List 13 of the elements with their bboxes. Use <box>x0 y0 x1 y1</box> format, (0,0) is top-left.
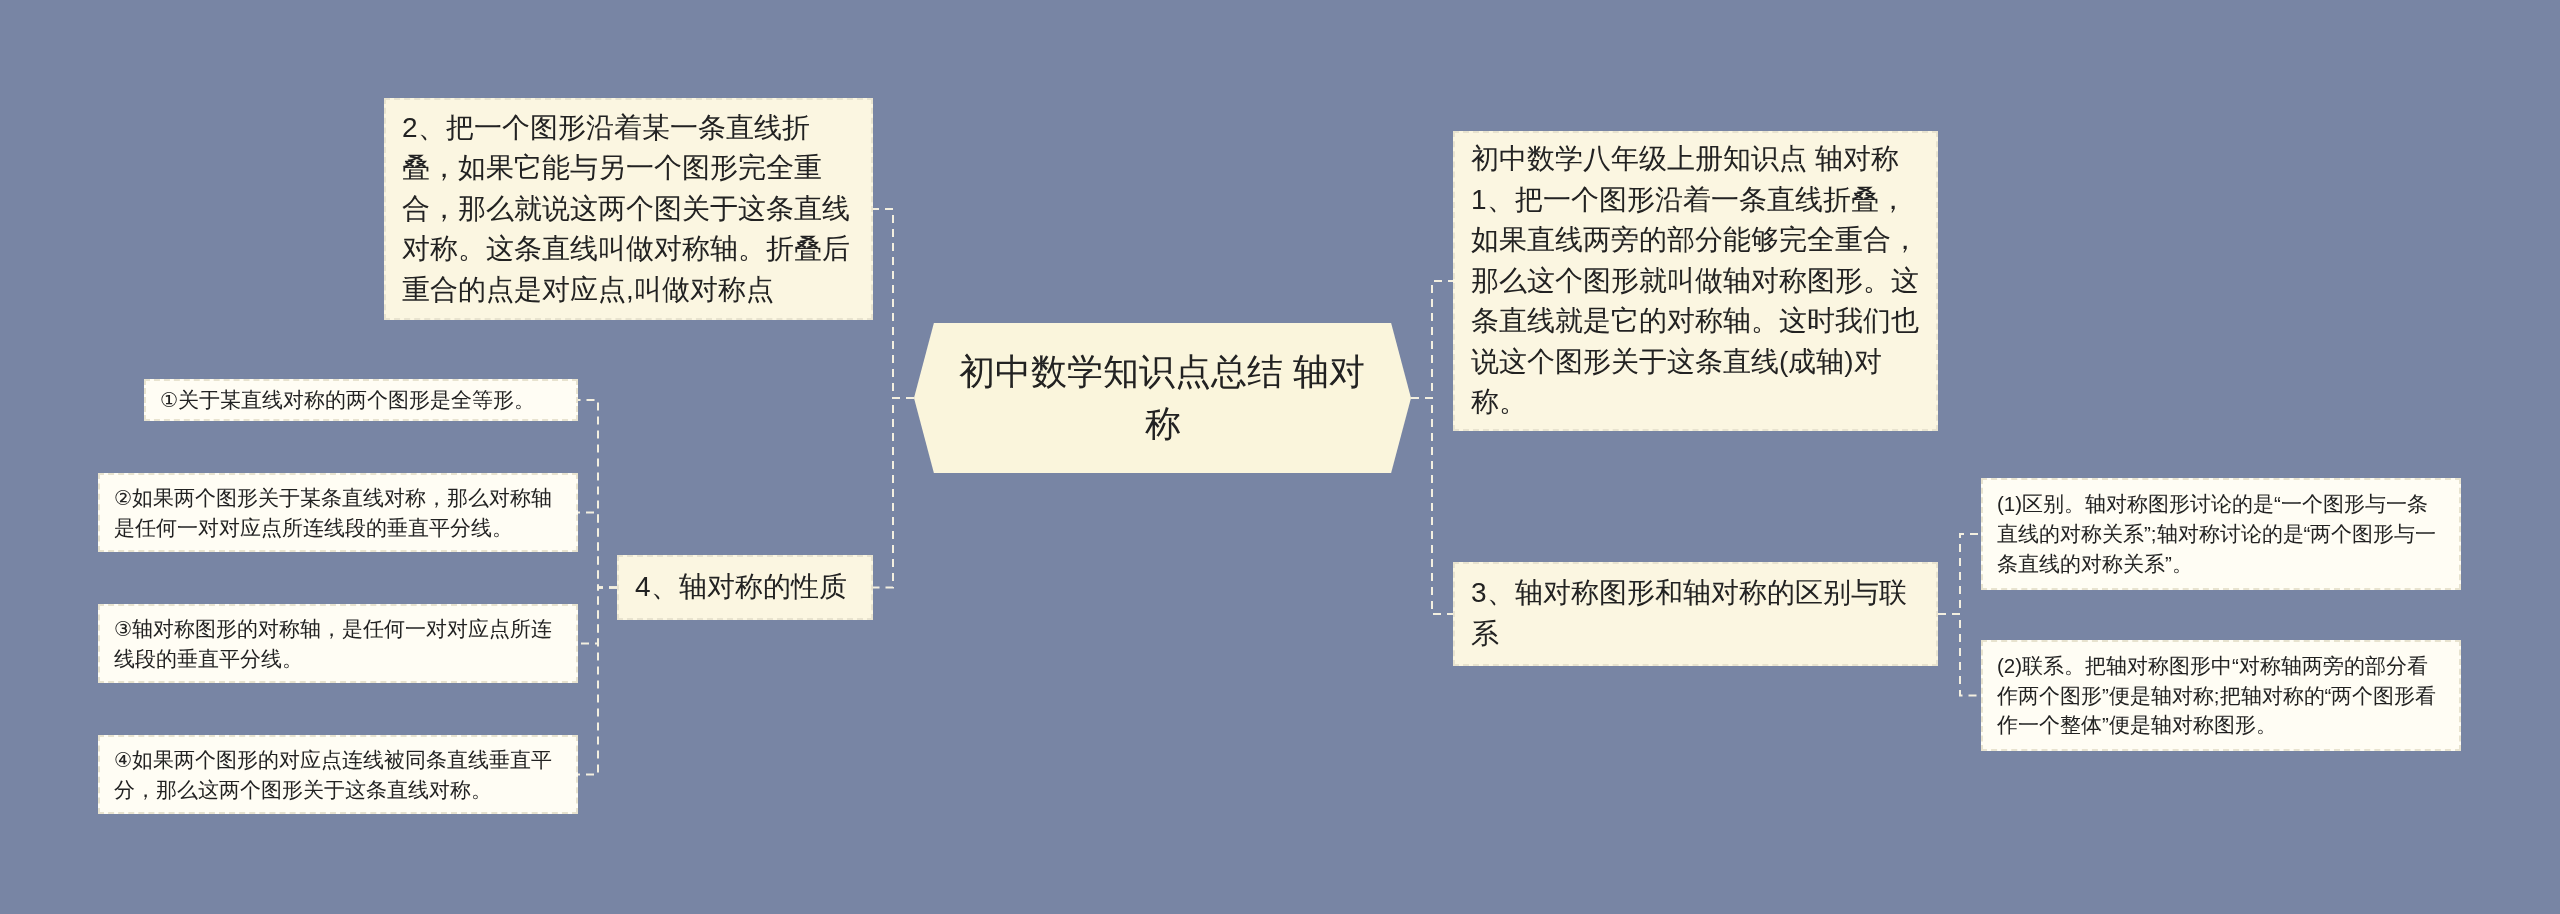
topic-box: 4、轴对称的性质 <box>617 555 873 620</box>
note-box: ③轴对称图形的对称轴，是任何一对对应点所连线段的垂直平分线。 <box>98 604 578 683</box>
note-box: ④如果两个图形的对应点连线被同条直线垂直平分，那么这两个图形关于这条直线对称。 <box>98 735 578 814</box>
connector-line <box>1410 397 1454 615</box>
topic-box: 2、把一个图形沿着某一条直线折叠，如果它能与另一个图形完全重合，那么就说这两个图关于这条直线对称。这条直线叫做对称轴。折叠后重合的点是对应点,叫做对称点 <box>384 98 873 320</box>
topic-box: 3、轴对称图形和轴对称的区别与联系 <box>1453 562 1938 666</box>
note-box: ①关于某直线对称的两个图形是全等形。 <box>144 379 578 421</box>
connector-line <box>872 397 915 589</box>
topic-box: 初中数学八年级上册知识点 轴对称 1、把一个图形沿着一条直线折叠，如果直线两旁的部分能够完全重合，那么这个图形就叫做轴对称图形。这条直线就是它的对称轴。这时我们也说这个图形关于这条直线(成轴)对称。 <box>1453 131 1938 431</box>
note-box: (1)区别。轴对称图形讨论的是“一个图形与一条直线的对称关系”;轴对称讨论的是“两个图形与一条直线的对称关系”。 <box>1981 478 2461 590</box>
connector-line <box>577 586 618 776</box>
note-box: ②如果两个图形关于某条直线对称，那么对称轴是任何一对对应点所连线段的垂直平分线。 <box>98 473 578 552</box>
note-box: (2)联系。把轴对称图形中“对称轴两旁的部分看作两个图形”便是轴对称;把轴对称的“两个图形看作一个整体”便是轴对称图形。 <box>1981 640 2461 751</box>
